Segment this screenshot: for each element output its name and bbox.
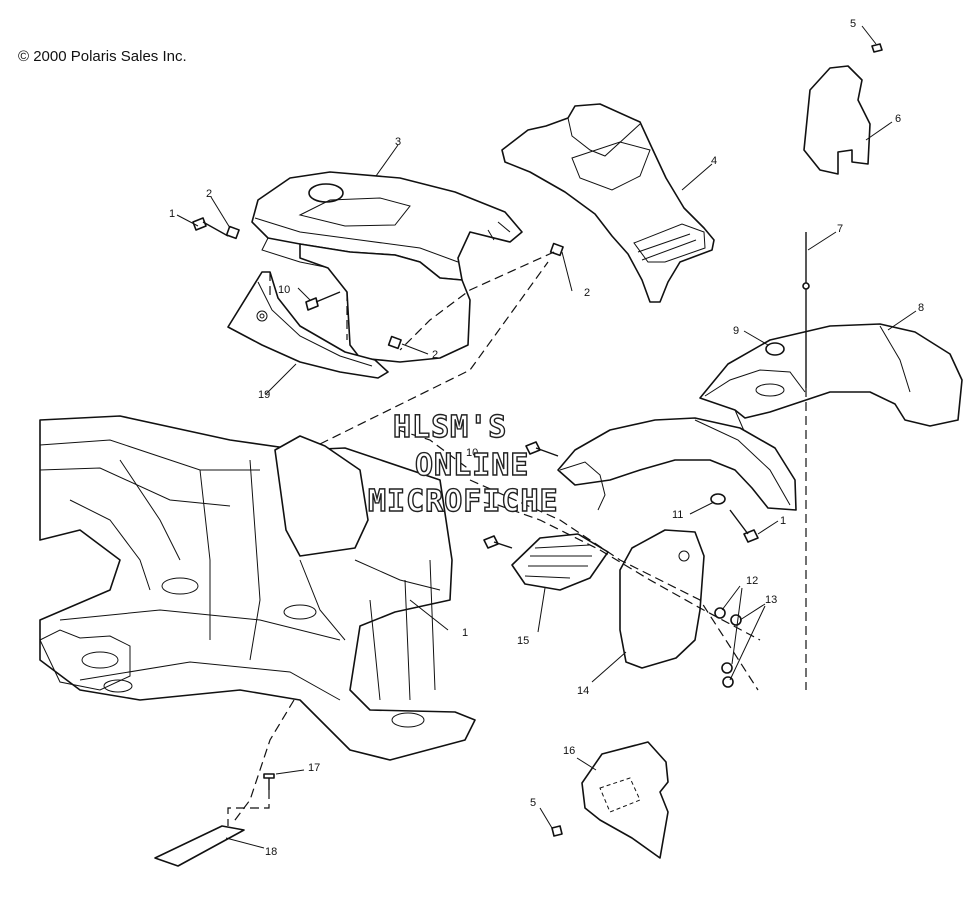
callout-labels: 1 1 1 2 2 2 3 4 5 5 6 7 8 9 10 10 11 12 … xyxy=(169,18,924,858)
callout-19: 19 xyxy=(258,389,270,401)
watermark-line-3: MICROFICHE xyxy=(367,483,559,519)
part-18-plate xyxy=(154,825,245,867)
callout-9: 9 xyxy=(733,325,739,337)
callout-15: 15 xyxy=(517,635,529,647)
callout-1: 1 xyxy=(169,208,175,220)
main-frame xyxy=(39,415,476,761)
callout-3: 3 xyxy=(395,136,401,148)
part-16-flap xyxy=(581,741,669,859)
part-4-console-cover xyxy=(501,103,715,303)
hardware xyxy=(192,43,883,837)
callout-14: 14 xyxy=(577,685,589,697)
callout-7: 7 xyxy=(837,223,843,235)
callout-2: 2 xyxy=(206,188,212,200)
callout-8: 8 xyxy=(918,302,924,314)
callout-2: 2 xyxy=(432,349,438,361)
callout-1: 1 xyxy=(780,515,786,527)
part-8-rear-fender xyxy=(699,323,963,459)
callout-11: 11 xyxy=(672,509,683,521)
part-3-front-cab xyxy=(251,171,523,363)
callout-5: 5 xyxy=(530,797,536,809)
leader-lines xyxy=(176,25,917,849)
watermark-line-1: HLSM'S xyxy=(392,409,508,445)
copyright-notice: © 2000 Polaris Sales Inc. xyxy=(18,48,187,65)
callout-2: 2 xyxy=(584,287,590,299)
callout-12: 12 xyxy=(746,575,758,587)
callout-16: 16 xyxy=(563,745,575,757)
callout-5: 5 xyxy=(850,18,856,30)
callout-10: 10 xyxy=(466,447,478,459)
callout-17: 17 xyxy=(308,762,320,774)
callout-1: 1 xyxy=(462,627,468,639)
part-15-footrest xyxy=(511,533,609,591)
part-14-mud-plate xyxy=(619,529,705,669)
callout-10: 10 xyxy=(278,284,290,296)
callout-4: 4 xyxy=(711,155,717,167)
part-6-flap xyxy=(803,65,871,175)
callout-6: 6 xyxy=(895,113,901,125)
part-8-front-fender xyxy=(557,417,797,511)
watermark-line-2: ONLINE xyxy=(414,447,530,483)
callout-18: 18 xyxy=(265,846,277,858)
callout-13: 13 xyxy=(765,594,777,606)
